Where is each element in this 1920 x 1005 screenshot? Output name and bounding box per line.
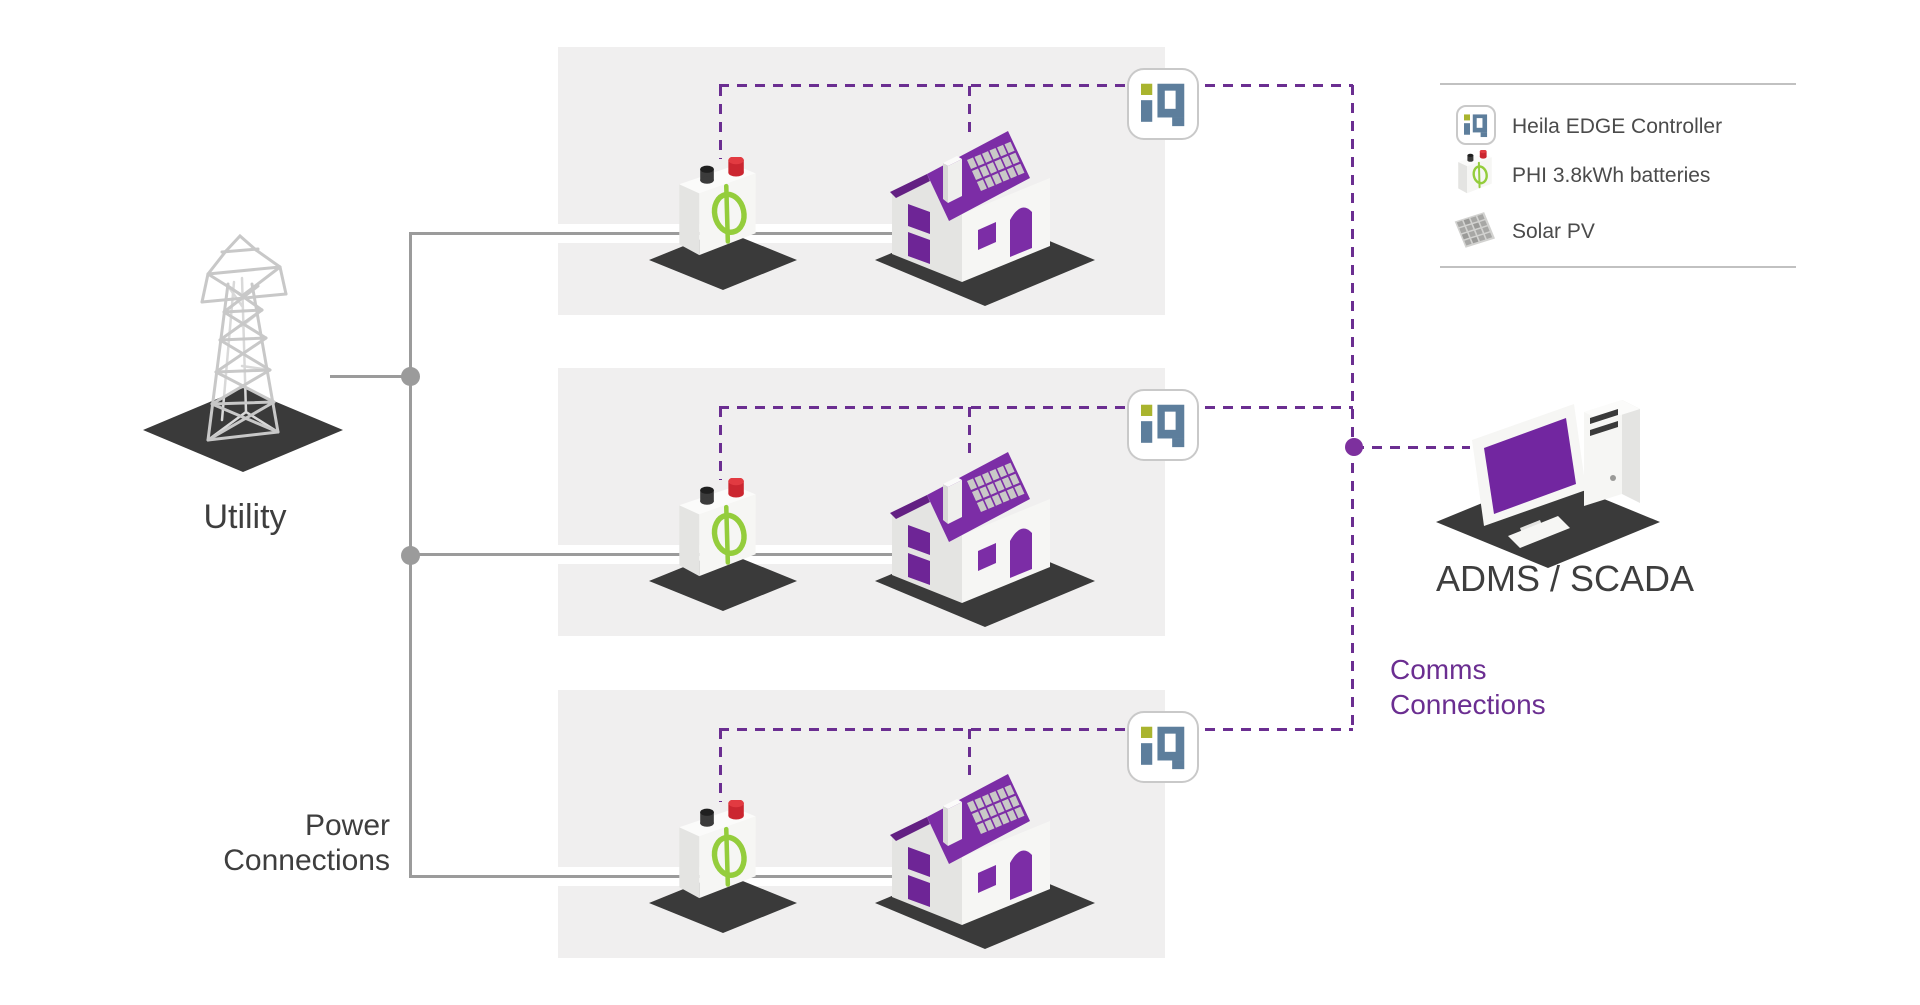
legend-label-controller: Heila EDGE Controller: [1512, 115, 1723, 138]
iq-logo-icon: [1141, 724, 1186, 771]
power-line-utility-feed: [330, 367, 411, 386]
comms-line-adms: [1354, 446, 1470, 449]
comms-line-site-1: [719, 84, 1353, 87]
phi-battery-icon: [672, 800, 772, 909]
comms-stub-battery-3: [719, 729, 722, 802]
heila-edge-controller-badge-2: [1127, 389, 1199, 461]
power-label-line2: Connections: [223, 844, 390, 877]
phi-battery-icon: [672, 157, 772, 266]
comms-junction-dot: [1345, 438, 1363, 456]
heila-edge-controller-badge-3: [1127, 711, 1199, 783]
comms-stub-battery-2: [719, 407, 722, 480]
power-junction-dot-site-2: [401, 546, 420, 565]
comms-stub-house-3: [968, 729, 971, 775]
comms-stub-house-2: [968, 407, 971, 453]
power-line-site-1: [409, 224, 900, 243]
iq-logo-icon: [1141, 81, 1186, 128]
comms-label-line2: Connections: [1390, 689, 1546, 720]
heila-edge-controller-icon: [1456, 105, 1496, 145]
comms-stub-battery-1: [719, 86, 722, 159]
comms-label-line1: Comms: [1390, 654, 1487, 685]
heila-edge-controller-badge-1: [1127, 68, 1199, 140]
comms-line-site-3: [719, 728, 1353, 731]
legend-label-batteries: PHI 3.8kWh batteries: [1512, 164, 1711, 187]
comms-line-site-2: [719, 406, 1353, 409]
legend-bottom-divider: [1440, 266, 1796, 268]
utility-label: Utility: [203, 498, 287, 536]
power-line-site-3: [409, 867, 900, 886]
solar-home-icon: [870, 102, 1100, 314]
iq-logo-icon: [1141, 402, 1186, 449]
solar-home-icon: [870, 423, 1100, 635]
power-line-site-2: [409, 545, 895, 564]
power-label-line1: Power: [304, 809, 390, 842]
utility-transmission-tower-icon: [138, 206, 348, 474]
adms-scada-label: ADMS / SCADA: [1435, 558, 1695, 599]
comms-trunk-line: [1351, 85, 1354, 730]
phi-battery-icon: [672, 478, 772, 587]
legend-top-divider: [1440, 83, 1796, 85]
phi-battery-icon: [1455, 150, 1499, 198]
power-junction-dot-utility: [401, 367, 420, 386]
comms-connections-label: Comms Connections: [1390, 652, 1546, 722]
solar-home-icon: [870, 745, 1100, 957]
scada-computer-icon: [1428, 378, 1668, 568]
power-connections-label: Power Connections: [140, 808, 390, 878]
iq-logo-icon: [1464, 113, 1488, 138]
comms-stub-house-1: [968, 86, 971, 132]
legend-label-solar: Solar PV: [1512, 220, 1595, 243]
solar-pv-icon: [1451, 206, 1497, 254]
